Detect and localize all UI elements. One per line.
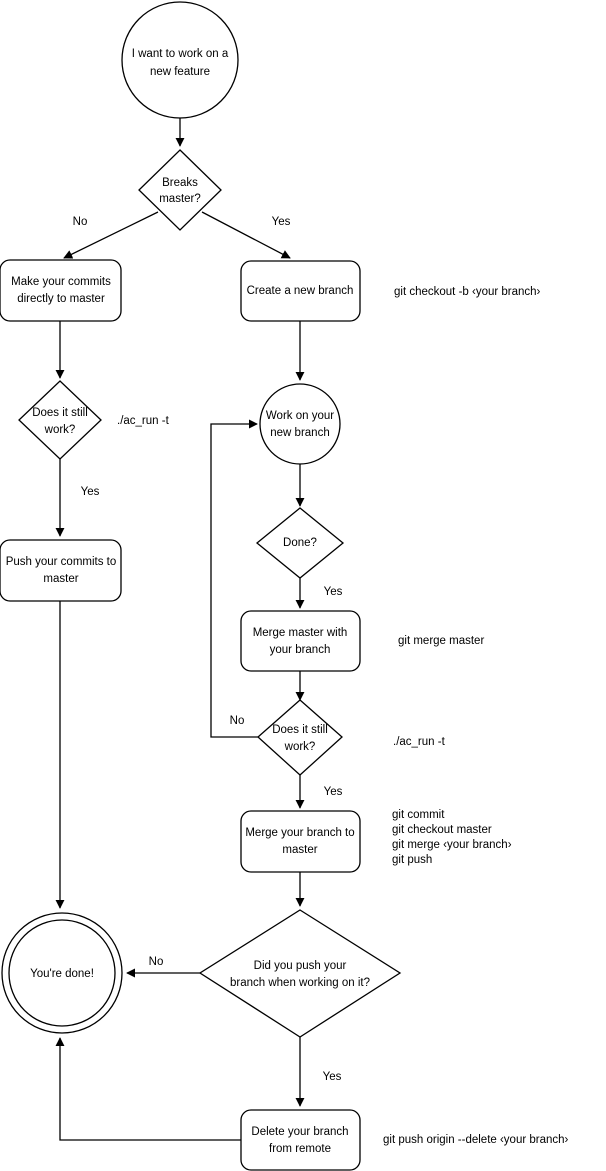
node-push-commits-line1: Push your commits to [6, 556, 117, 568]
node-make-commits: Make your commits directly to master [0, 259, 122, 322]
node-make-commits-line1: Make your commits [11, 276, 111, 288]
edge-breaks-no [63, 211, 159, 259]
node-end-youre-done: You're done! [1, 912, 123, 1034]
node-delete-branch: Delete your branch from remote [240, 1109, 361, 1171]
node-merge-branch-line1: Merge your branch to [245, 827, 354, 839]
node-merge-branch-line2: master [282, 844, 317, 856]
edge-label-pushq-yes: Yes [323, 1071, 342, 1083]
edge-label-right-test-no: No [230, 715, 245, 727]
node-make-commits-line2: directly to master [17, 293, 105, 305]
node-end-line1: You're done! [30, 968, 94, 980]
note-right-ac-run: ./ac_run -t [393, 736, 446, 748]
node-breaks-master: Breaks master? [138, 149, 222, 231]
node-right-does-it-still-work: Does it still work? [257, 699, 343, 776]
edge-label-breaks-yes: Yes [272, 216, 291, 228]
node-delete-branch-line2: from remote [269, 1143, 331, 1155]
edge-label-pushq-no: No [149, 956, 164, 968]
note-git-checkout-master: git checkout master [392, 824, 492, 836]
edge-right-test-no-loop [210, 419, 262, 738]
node-push-your-commits: Push your commits to master [0, 539, 122, 602]
edge-delete-to-done [55, 1037, 241, 1141]
node-merge-master-line2: your branch [270, 644, 331, 656]
node-did-you-push: Did you push your branch when working on… [198, 909, 402, 1038]
note-git-merge-branch: git merge ‹your branch› [392, 839, 512, 851]
node-merge-branch-to-master: Merge your branch to master [240, 810, 361, 873]
node-done-line1: Done? [283, 537, 317, 549]
edge-label-breaks-no: No [73, 216, 88, 228]
note-git-push: git push [392, 854, 432, 866]
node-create-branch-line1: Create a new branch [247, 285, 354, 297]
node-right-test-line1: Does it still [272, 724, 328, 736]
node-breaks-master-line1: Breaks [162, 177, 198, 189]
node-work-branch-line2: new branch [270, 427, 329, 439]
note-git-checkout: git checkout -b ‹your branch› [394, 286, 541, 298]
node-merge-master-with-branch: Merge master with your branch [240, 610, 361, 672]
node-left-does-it-still-work: Does it still work? [18, 380, 102, 460]
note-git-push-origin-delete: git push origin --delete ‹your branch› [383, 1134, 569, 1146]
node-left-test-line2: work? [44, 424, 76, 436]
node-start: I want to work on a new feature [121, 1, 239, 119]
node-merge-master-line1: Merge master with [253, 627, 348, 639]
node-work-branch-line1: Work on your [266, 410, 334, 422]
node-did-you-push-line2: branch when working on it? [230, 977, 370, 989]
node-push-commits-line2: master [43, 573, 78, 585]
node-delete-branch-line1: Delete your branch [251, 1126, 348, 1138]
node-create-branch: Create a new branch [240, 260, 361, 322]
edge-label-left-test-yes: Yes [81, 486, 100, 498]
note-git-commit: git commit [392, 809, 445, 821]
node-did-you-push-line1: Did you push your [254, 960, 347, 972]
node-start-line1: I want to work on a [132, 48, 229, 60]
note-git-merge-master: git merge master [398, 635, 484, 647]
node-done-question: Done? [255, 507, 345, 579]
node-left-test-line1: Does it still [32, 407, 88, 419]
node-start-line2: new feature [150, 66, 210, 78]
edge-label-right-test-yes: Yes [324, 786, 343, 798]
edge-breaks-yes [201, 211, 291, 259]
node-right-test-line2: work? [284, 741, 316, 753]
node-work-on-branch: Work on your new branch [259, 383, 341, 465]
node-breaks-master-line2: master? [159, 193, 201, 205]
edge-label-done-yes: Yes [324, 586, 343, 598]
note-left-ac-run: ./ac_run -t [117, 415, 170, 427]
